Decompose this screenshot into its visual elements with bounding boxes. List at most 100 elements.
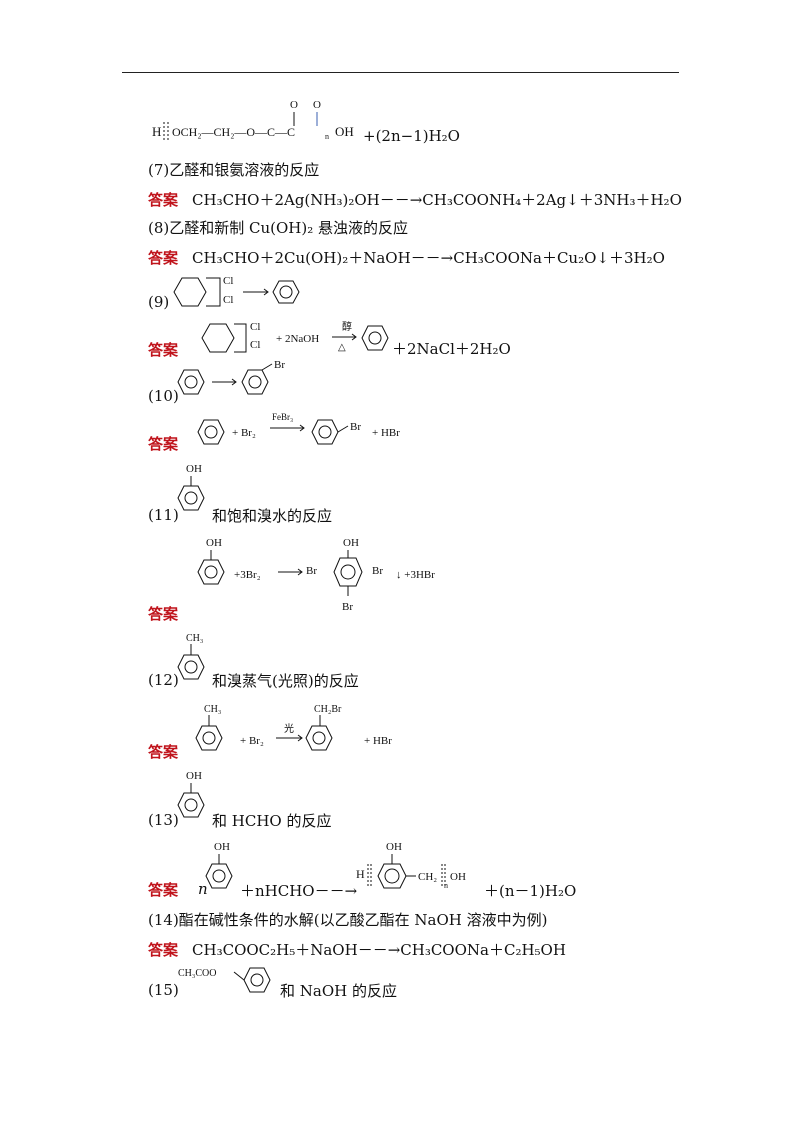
group-label: CH₃COO (178, 968, 217, 979)
answer-label: 答案 (148, 881, 179, 899)
condition: 光 (284, 722, 294, 735)
item8-answer-row: 答案 CH₃CHO＋2Cu(OH)₂＋NaOH－－→CH₃COONa＋Cu₂O↓＋… (148, 248, 665, 268)
item10-answer-structure: + Br₂ FeBr₃ Br + HBr (197, 412, 400, 445)
toluene-ring (195, 725, 223, 751)
tribromophenol-ring (333, 557, 363, 587)
item14-answer-row: 答案 CH₃COOC₂H₅＋NaOH－－→CH₃COONa＋C₂H₅OH (148, 940, 566, 960)
arrowhead (297, 734, 303, 742)
reagent: + Br₂ (232, 427, 256, 439)
aromatic-circle (184, 798, 198, 812)
item13-product: ＋(n－1)H₂O (484, 882, 577, 900)
cl-bottom: Cl (223, 294, 233, 306)
item11-phenol: OH (177, 463, 205, 511)
oh-label: OH (386, 841, 402, 853)
product-oh: OH (343, 537, 359, 549)
br-label: Br (350, 421, 361, 433)
cl-bottom: Cl (250, 339, 260, 351)
benzene-ring (361, 325, 389, 351)
arrowhead (351, 333, 357, 341)
c-br-bond (337, 425, 349, 433)
item11-answer-structure: OH +3Br₂ Br OH Br Br ↓ +3HBr (197, 537, 435, 613)
item8-title: (8)乙醛和新制 Cu(OH)₂ 悬浊液的反应 (148, 219, 409, 237)
item12-answer-structure: CH₃ + Br₂ 光 CH₂Br + HBr (195, 704, 392, 751)
ch2br-label: CH₂Br (314, 704, 342, 715)
benzene-ring (243, 967, 271, 993)
item13-answer-row: 答案 (148, 880, 192, 900)
bromobenzene-ring (311, 419, 339, 445)
catalyst: FeBr₃ (272, 412, 293, 422)
answer-label: 答案 (148, 605, 179, 623)
aromatic-circle (368, 331, 382, 345)
benzene-ring (177, 485, 205, 511)
item9-question-structure: Cl Cl (173, 275, 300, 307)
aromatic-circle (384, 868, 400, 884)
phenol-ring (197, 559, 225, 585)
answer-label: 答案 (148, 191, 179, 209)
br-label: Br (274, 359, 285, 371)
item10-num: (10) (148, 387, 179, 405)
aromatic-circle (184, 375, 198, 389)
chain-h: H (152, 124, 161, 139)
br-bottom: Br (342, 601, 353, 613)
item15-phenyl-acetate: CH₃COO (178, 967, 271, 993)
item15-text: 和 NaOH 的反应 (280, 982, 397, 1000)
chain-h: H (356, 867, 365, 881)
oxygen-1: O (290, 99, 298, 111)
c-br-bond (261, 363, 273, 371)
aromatic-circle (204, 565, 218, 579)
byproduct: ↓ +3HBr (396, 569, 435, 581)
benzene-ring (197, 419, 225, 445)
benzene-ring (177, 792, 205, 818)
item7-answer: CH₃CHO＋2Ag(NH₃)₂OH－－→CH₃COONH₄＋2Ag↓＋3NH₃… (192, 191, 682, 209)
polyester-structure: H OCH₂—CH₂—O—C—C O O n OH (152, 99, 354, 142)
chain-subscript: n (325, 132, 329, 141)
header-rule (122, 72, 679, 73)
reagent: +3Br₂ (234, 569, 261, 581)
item13-phenol: OH (177, 770, 205, 818)
item12-num: (12) (148, 671, 179, 689)
arrowhead (263, 288, 269, 296)
ch3-label: CH₃ (204, 704, 221, 715)
chain-oh: OH (335, 124, 354, 139)
condition-top: 醇 (342, 320, 352, 333)
item14-answer: CH₃COOC₂H₅＋NaOH－－→CH₃COONa＋C₂H₅OH (192, 941, 566, 959)
item15-num: (15) (148, 981, 179, 999)
item13-n: n (198, 880, 208, 898)
aromatic-circle (318, 425, 332, 439)
cyclobutane-ring (206, 277, 221, 307)
answer-label: 答案 (148, 941, 179, 959)
ch3-label: CH₃ (186, 633, 203, 644)
top-product: +(2n−1)H₂O (363, 127, 460, 145)
item11-answer-row: 答案 (148, 604, 192, 624)
aromatic-circle (279, 285, 293, 299)
aromatic-circle (250, 973, 264, 987)
oh-label: OH (186, 463, 202, 475)
item9-answer-row: 答案 (148, 340, 192, 360)
answer-label: 答案 (148, 249, 179, 267)
item13-text: 和 HCHO 的反应 (212, 812, 332, 830)
o-c-bond (233, 971, 245, 981)
item12-text: 和溴蒸气(光照)的反应 (212, 672, 359, 690)
bracket-left (367, 864, 372, 886)
benzene-ring (377, 863, 407, 889)
item10-answer-row: 答案 (148, 434, 192, 454)
bracket-left (163, 122, 169, 142)
item12-answer-row: 答案 (148, 742, 192, 762)
benzene-ring (272, 280, 300, 304)
item8-answer: CH₃CHO＋2Cu(OH)₂＋NaOH－－→CH₃COONa＋Cu₂O↓＋3H… (192, 249, 665, 267)
item7-answer-row: 答案 CH₃CHO＋2Ag(NH₃)₂OH－－→CH₃COONH₄＋2Ag↓＋3N… (148, 190, 682, 210)
item9-num: (9) (148, 293, 170, 311)
cl-top: Cl (250, 321, 260, 333)
aromatic-circle (184, 660, 198, 674)
cl-top: Cl (223, 275, 233, 287)
aromatic-circle (204, 425, 218, 439)
item13-num: (13) (148, 811, 179, 829)
oh-label: OH (206, 537, 222, 549)
benzene-ring (177, 369, 205, 395)
chain-subscript: n (444, 881, 448, 890)
item7-title: (7)乙醛和银氨溶液的反应 (148, 161, 320, 179)
answer-label: 答案 (148, 341, 179, 359)
item11-num: (11) (148, 506, 179, 524)
arrowhead (299, 424, 305, 432)
